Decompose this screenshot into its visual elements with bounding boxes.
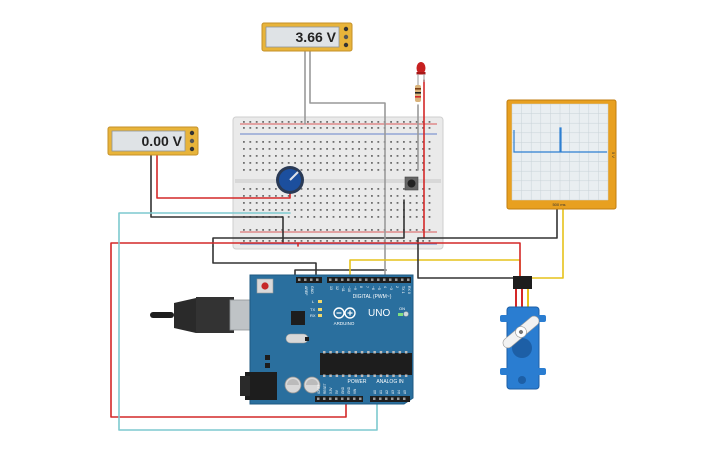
multimeter-left-reading: 0.00 V [142,133,183,149]
wire-black-scope [417,208,558,239]
capacitors [284,376,321,394]
wire-teal-loop [118,212,378,431]
svg-text:AREF: AREF [304,286,308,295]
svg-text:A4: A4 [397,390,401,394]
power-jack [240,372,277,400]
servo-motor[interactable] [500,276,546,390]
wire-black-pin [294,269,387,276]
multimeter-left-knob-3[interactable] [189,146,195,152]
oscilloscope-time-label: 500 ms [552,202,565,207]
svg-text:TX 1: TX 1 [401,286,405,293]
servo-connector[interactable] [513,276,532,289]
svg-text:8: 8 [359,286,363,288]
rx-led [318,314,322,317]
wire-red-5v [297,242,521,281]
l-led [318,300,322,303]
wire-red-loop [110,242,347,418]
svg-text:2: 2 [395,286,399,288]
svg-text:7: 7 [365,286,369,288]
power-analog-header-pins[interactable] [317,397,406,401]
svg-text:~11: ~11 [341,286,345,292]
svg-text:~3: ~3 [389,286,393,290]
servo-horn[interactable] [501,314,542,351]
arduino-model: UNO [368,308,390,319]
tx-led [318,308,322,311]
svg-text:A0: A0 [373,390,377,394]
wire-gray-top-meter [309,49,386,126]
multimeter-top-knob-1[interactable] [343,26,349,32]
multimeter-top[interactable]: 3.66 V [261,22,353,52]
svg-text:A5: A5 [403,390,407,394]
svg-text:GND: GND [310,286,314,294]
svg-text:A2: A2 [385,390,389,394]
push-button[interactable] [404,176,419,191]
wires [110,49,564,431]
oscilloscope[interactable]: 500 ms 5 V [506,99,617,210]
svg-text:GND: GND [347,386,351,394]
arduino-logo-icon [333,307,356,319]
potentiometer[interactable] [276,166,304,194]
svg-text:12: 12 [335,286,339,290]
l-label: L [312,299,315,304]
svg-text:~5: ~5 [377,286,381,290]
on-label: ON [399,306,405,311]
svg-text:~9: ~9 [353,286,357,290]
svg-text:3.3V: 3.3V [329,387,333,394]
wire-black-bb-gnd [212,199,405,247]
wire-yellow-scope [529,208,564,279]
usb-chip [291,311,305,325]
svg-text:~6: ~6 [371,286,375,290]
svg-text:13: 13 [329,286,333,290]
multimeter-left-knob-2[interactable] [189,138,195,144]
svg-text:RESET: RESET [323,383,327,394]
svg-text:RX 0: RX 0 [407,286,411,294]
crystal [285,333,309,344]
multimeter-left-knob-1[interactable] [189,130,195,136]
digital-pwm-label: DIGITAL (PWM~) [353,294,392,300]
wire-black-gnd-rail [212,245,317,276]
svg-text:~10: ~10 [347,286,351,292]
multimeter-top-knob-3[interactable] [343,42,349,48]
resistor[interactable] [415,85,421,102]
svg-text:A3: A3 [391,390,395,394]
svg-text:VIN: VIN [353,388,357,394]
wire-black-left-meter [150,153,284,244]
svg-text:5V: 5V [335,389,339,394]
oscilloscope-side-label: 5 V [611,152,616,158]
svg-text:4: 4 [383,286,387,288]
oscilloscope-trace [513,127,607,153]
arduino-brand: ARDUINO [334,321,355,326]
tx-label: TX [310,307,315,312]
multimeter-top-knob-2[interactable] [343,34,349,40]
svg-text:GND: GND [341,386,345,394]
multimeter-top-reading: 3.66 V [296,29,337,45]
atmega-chip [320,353,412,375]
led-red[interactable] [416,62,426,86]
on-led [398,313,403,316]
wire-red-left-meter [156,153,291,199]
svg-text:IOREF: IOREF [317,384,321,394]
svg-text:A1: A1 [379,390,383,394]
digital-header-pins[interactable] [298,278,410,282]
power-label: POWER [348,379,367,385]
wire-black-servo [417,237,526,279]
multimeter-left[interactable]: 0.00 V [107,126,199,156]
breadboard[interactable] [232,116,444,250]
rx-label: RX [310,313,316,318]
analog-in-label: ANALOG IN [376,379,404,385]
